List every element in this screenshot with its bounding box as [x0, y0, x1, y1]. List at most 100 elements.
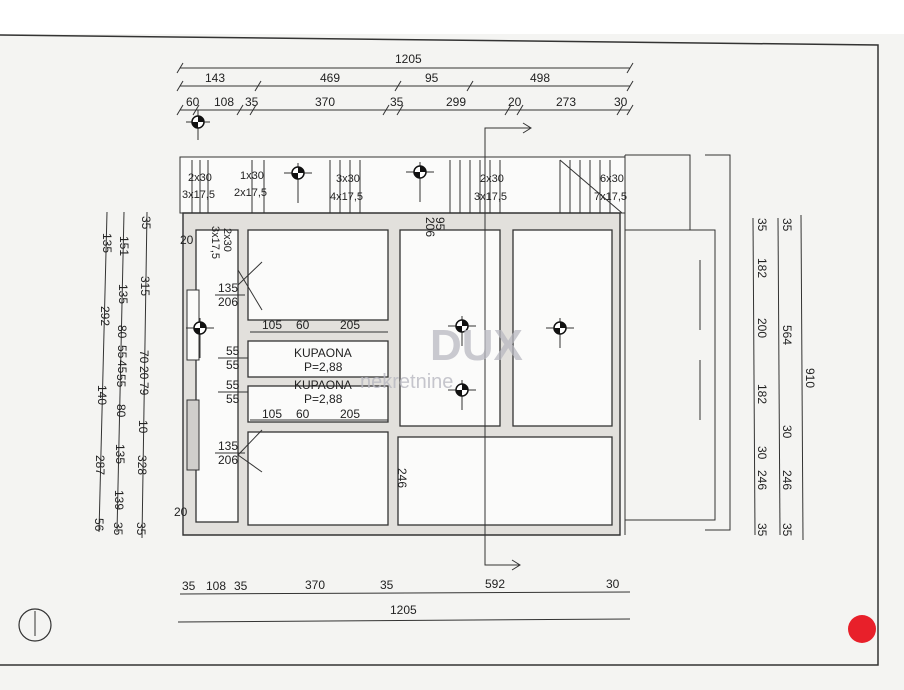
left-dimensions: 135 292 140 287 56 151 135 80 55 45 55 8… [92, 211, 153, 539]
corridor [195, 229, 239, 523]
dim: 246 [395, 468, 409, 488]
dim-total-top: 1205 [395, 52, 422, 66]
top-dimensions: 1205 143 469 95 498 60 108 35 370 35 299… [176, 52, 634, 116]
dim: 60 [296, 318, 310, 332]
dim: 35 [111, 522, 125, 536]
bottom-dimensions: 35 108 35 370 35 592 30 1205 [177, 577, 631, 623]
section-line [484, 122, 532, 571]
dim: 200 [755, 318, 769, 338]
dim: 80 [115, 325, 129, 339]
dim: 205 [340, 318, 360, 332]
stair-run: 3x17,5 [182, 189, 215, 201]
window-height: 55 [226, 392, 240, 406]
dim: 246 [755, 470, 769, 490]
watermark-brand: DUX [430, 321, 523, 370]
dim: 151 [117, 236, 131, 256]
dim: 20 [137, 366, 151, 380]
room-bottom [397, 436, 613, 526]
dim: 95 [425, 71, 439, 85]
dim: 105 [262, 407, 282, 421]
door-width: 135 [218, 439, 238, 453]
dim: 182 [755, 258, 769, 278]
stair-labels: 2x30 3x17,5 1x30 2x17,5 3x30 4x17,5 2x30… [182, 170, 627, 259]
dim: 30 [755, 446, 769, 460]
watermark-sub: nekretnine [360, 371, 453, 393]
dim: 105 [262, 318, 282, 332]
dim: 35 [780, 523, 794, 537]
dim: 35 [134, 522, 148, 536]
level-marker-icon [406, 162, 434, 202]
stair-run: 3x17,5 [474, 191, 507, 203]
dim: 10 [136, 420, 150, 434]
level-marker-icon [186, 318, 214, 358]
dim: 45 [115, 360, 129, 374]
watermark: DUX nekretnine [360, 321, 523, 393]
entry-width: 95 [433, 217, 447, 231]
dim: 139 [112, 490, 126, 510]
dim: 70 [137, 350, 151, 364]
level-marker-icon [284, 163, 312, 203]
dim: 108 [206, 579, 226, 593]
red-marker-dot [848, 615, 876, 643]
room-area: P=2,88 [304, 360, 343, 374]
room-name: KUPAONA [294, 378, 352, 392]
level-marker-icon [186, 110, 210, 140]
entry-height: 206 [423, 217, 437, 237]
stair-rise: 1x30 [240, 170, 264, 182]
dim: 135 [100, 233, 114, 253]
window-width: 55 [226, 344, 240, 358]
header-strip [0, 0, 904, 34]
dim: 55 [114, 374, 128, 388]
dim: 498 [530, 71, 550, 85]
dim: 35 [780, 218, 794, 232]
stair-rise: 2x30 [188, 172, 212, 184]
dim: 35 [139, 216, 153, 230]
dim: 35 [390, 95, 404, 109]
stair-run: 2x17,5 [234, 187, 267, 199]
level-marker-icon [448, 316, 476, 346]
stair-run: 3x17,5 [209, 226, 221, 259]
dim: 246 [780, 470, 794, 490]
stair-rise: 6x30 [600, 173, 624, 185]
right-dimensions: 35 182 200 182 30 246 35 35 564 30 246 3… [752, 214, 817, 541]
dim: 182 [755, 384, 769, 404]
dim: 135 [116, 284, 130, 304]
level-marker-icon [546, 318, 574, 348]
dim: 135 [113, 444, 127, 464]
dim: 299 [446, 95, 466, 109]
dim: 35 [245, 95, 259, 109]
north-arrow-icon [18, 608, 52, 642]
dim: 30 [614, 95, 628, 109]
dim: 79 [137, 382, 151, 396]
room-center [399, 229, 501, 427]
dim: 143 [205, 71, 225, 85]
dim: 564 [780, 325, 794, 345]
dim: 273 [556, 95, 576, 109]
dim: 35 [755, 218, 769, 232]
dim: 370 [305, 578, 325, 592]
dim: 60 [296, 407, 310, 421]
stair-run: 4x17,5 [330, 191, 363, 203]
dim: 30 [780, 425, 794, 439]
dim: 60 [186, 95, 200, 109]
dim: 910 [803, 368, 817, 388]
bathroom-1 [247, 340, 389, 378]
dim: 55 [115, 345, 129, 359]
dim: 35 [755, 523, 769, 537]
dim-total-bottom: 1205 [390, 603, 417, 617]
room-name: KUPAONA [294, 346, 352, 360]
dim: 30 [606, 577, 620, 591]
building [179, 154, 731, 536]
sheet-border [0, 34, 879, 666]
room-lower-left [247, 431, 389, 526]
room-area: P=2,88 [304, 392, 343, 406]
dim: 328 [135, 455, 149, 475]
stair-run: 7x17,5 [594, 191, 627, 203]
dim: 469 [320, 71, 340, 85]
dim: 140 [95, 385, 109, 405]
dim: 35 [380, 578, 394, 592]
room-upper-left [247, 229, 389, 321]
stair-zone [179, 156, 626, 214]
dim: 315 [138, 276, 152, 296]
